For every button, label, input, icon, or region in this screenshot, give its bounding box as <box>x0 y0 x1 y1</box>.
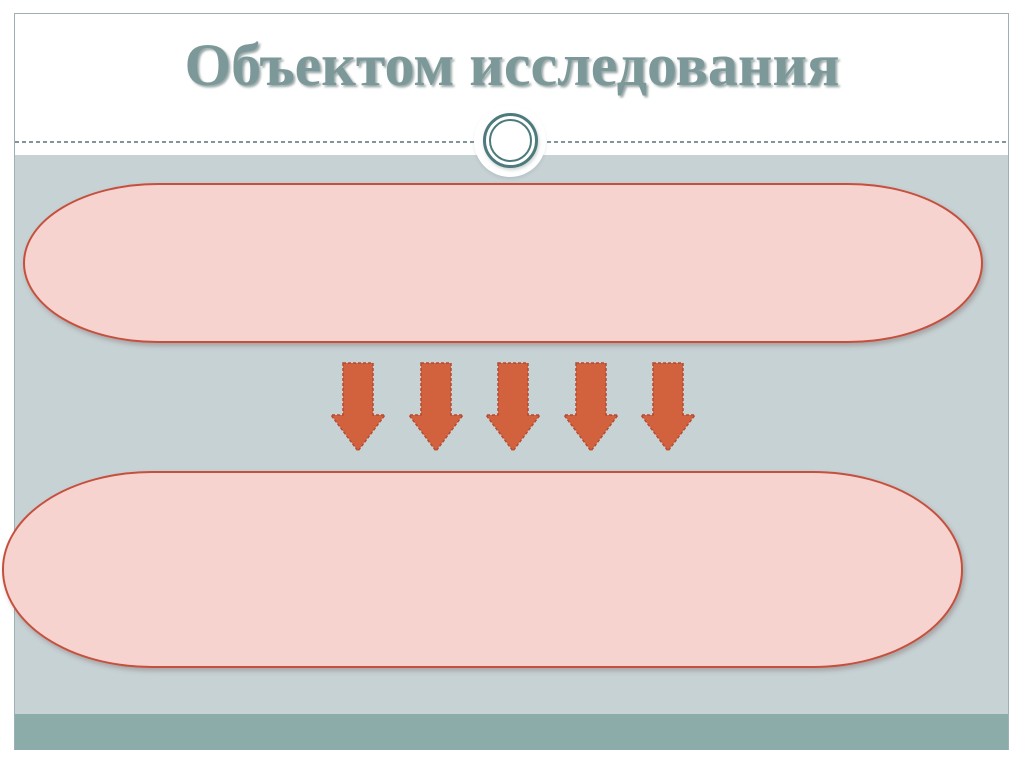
down-arrow-shape <box>407 362 464 452</box>
down-arrow-icon[interactable] <box>485 362 541 452</box>
down-arrow-icon[interactable] <box>562 362 619 452</box>
down-arrow-shape <box>640 362 696 452</box>
arrow-row <box>330 362 696 452</box>
down-arrow-shape <box>562 362 619 452</box>
footer-band <box>15 714 1008 750</box>
top-rounded-rectangle[interactable] <box>23 183 983 343</box>
circle-ornament-inner-ring <box>489 119 532 162</box>
down-arrow-shape <box>330 362 386 452</box>
down-arrow-icon[interactable] <box>330 362 386 452</box>
down-arrow-shape <box>485 362 541 452</box>
slide-title: Объектом исследования <box>184 32 840 98</box>
down-arrow-icon[interactable] <box>640 362 696 452</box>
bottom-rounded-rectangle[interactable] <box>2 471 963 668</box>
down-arrow-icon[interactable] <box>407 362 464 452</box>
double-ring-circle-icon <box>483 113 538 168</box>
